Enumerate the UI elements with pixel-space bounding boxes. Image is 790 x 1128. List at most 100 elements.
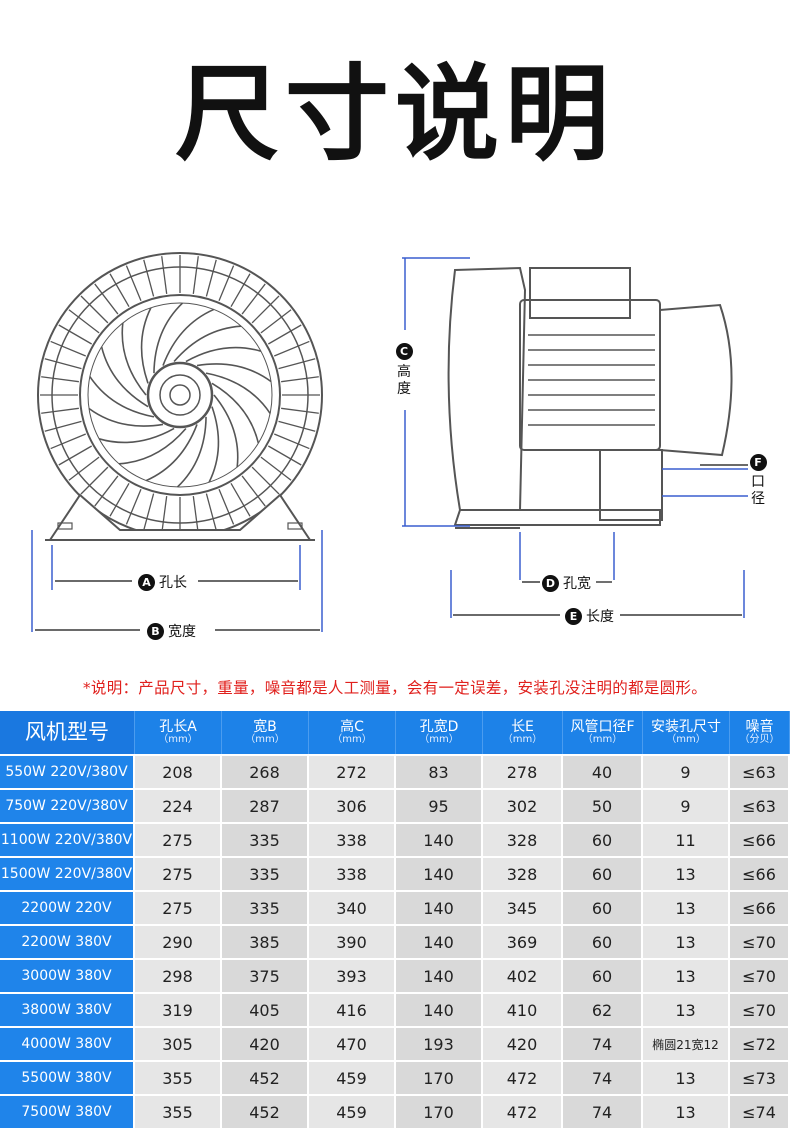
model-cell: 750W 220V/380V — [0, 788, 135, 822]
table-cell: 345 — [483, 890, 563, 924]
table-cell: 355 — [135, 1094, 222, 1128]
table-cell: 74 — [563, 1026, 643, 1060]
column-header-name: 孔长A — [159, 718, 197, 735]
table-cell: 335 — [222, 890, 309, 924]
dim-a-text: 孔长 — [159, 575, 187, 591]
table-cell: 140 — [396, 992, 483, 1026]
badge-d: D — [542, 574, 559, 592]
spec-table: 风机型号孔长A（mm）宽B（mm）高C（mm）孔宽D（mm）长E（mm）风管口径… — [0, 711, 790, 1128]
table-cell: 224 — [135, 788, 222, 822]
table-cell: 290 — [135, 924, 222, 958]
badge-e: E — [565, 607, 582, 625]
table-cell: 13 — [643, 924, 730, 958]
table-cell: 335 — [222, 822, 309, 856]
table-cell: ≤74 — [730, 1094, 790, 1128]
model-cell: 4000W 380V — [0, 1026, 135, 1060]
dim-f-text: 口径 — [751, 474, 765, 507]
column-header-unit: （分贝） — [739, 733, 780, 745]
table-cell: 405 — [222, 992, 309, 1026]
table-cell: ≤66 — [730, 856, 790, 890]
table-cell: 402 — [483, 958, 563, 992]
table-cell: 287 — [222, 788, 309, 822]
column-header-unit: （mm） — [419, 733, 459, 745]
badge-f: F — [749, 454, 767, 471]
table-cell: ≤70 — [730, 958, 790, 992]
column-header: 高C（mm） — [309, 711, 396, 754]
blower-drawing — [31, 252, 748, 632]
column-header-unit: （mm） — [582, 733, 623, 745]
table-cell: 140 — [396, 890, 483, 924]
table-cell: ≤63 — [730, 788, 790, 822]
table-cell: 74 — [563, 1094, 643, 1128]
table-cell: 13 — [643, 958, 730, 992]
table-cell: 62 — [563, 992, 643, 1026]
table-cell: 355 — [135, 1060, 222, 1094]
table-cell: 140 — [396, 924, 483, 958]
badge-a: A — [138, 573, 155, 591]
column-header-name: 宽B — [253, 718, 277, 735]
badge-b: B — [147, 622, 164, 640]
table-cell: 13 — [643, 1094, 730, 1128]
table-cell: 306 — [309, 788, 396, 822]
table-cell: 140 — [396, 958, 483, 992]
column-header: 噪音（分贝） — [730, 711, 790, 754]
table-cell: 13 — [643, 856, 730, 890]
table-cell: 275 — [135, 890, 222, 924]
table-cell: 95 — [396, 788, 483, 822]
table-cell: 452 — [222, 1060, 309, 1094]
model-cell: 7500W 380V — [0, 1094, 135, 1128]
table-cell: ≤70 — [730, 924, 790, 958]
table-cell: 420 — [483, 1026, 563, 1060]
table-cell: 338 — [309, 822, 396, 856]
table-cell: 278 — [483, 754, 563, 788]
table-cell: 452 — [222, 1094, 309, 1128]
column-header-unit: （mm） — [245, 733, 285, 745]
table-cell: 140 — [396, 822, 483, 856]
table-cell: 140 — [396, 856, 483, 890]
side-view — [447, 266, 733, 529]
table-cell: 椭圆21宽12 — [643, 1026, 730, 1060]
table-cell: 275 — [135, 822, 222, 856]
table-cell: 369 — [483, 924, 563, 958]
table-cell: 305 — [135, 1026, 222, 1060]
dim-c-label: C 高度 — [394, 343, 414, 398]
dim-c-text: 高度 — [397, 364, 411, 397]
page-title: 尺寸说明 — [174, 53, 615, 175]
table-cell: 410 — [483, 992, 563, 1026]
table-cell: 60 — [563, 822, 643, 856]
table-cell: 13 — [643, 1060, 730, 1094]
column-header: 长E（mm） — [483, 711, 563, 754]
table-cell: 472 — [483, 1060, 563, 1094]
table-cell: 60 — [563, 856, 643, 890]
table-cell: 472 — [483, 1094, 563, 1128]
table-cell: 328 — [483, 822, 563, 856]
table-cell: 13 — [643, 890, 730, 924]
table-cell: 60 — [563, 924, 643, 958]
table-cell: ≤66 — [730, 890, 790, 924]
column-header: 宽B（mm） — [222, 711, 309, 754]
table-cell: 340 — [309, 890, 396, 924]
column-header: 风管口径F（mm） — [563, 711, 643, 754]
table-cell: 319 — [135, 992, 222, 1026]
table-cell: 60 — [563, 890, 643, 924]
table-cell: 11 — [643, 822, 730, 856]
table-cell: 83 — [396, 754, 483, 788]
table-cell: 335 — [222, 856, 309, 890]
table-cell: 268 — [222, 754, 309, 788]
table-cell: 193 — [396, 1026, 483, 1060]
column-header-name: 噪音 — [745, 718, 774, 735]
table-cell: 390 — [309, 924, 396, 958]
column-header-name: 安装孔尺寸 — [651, 718, 721, 735]
column-header-unit: （mm） — [158, 733, 198, 745]
table-cell: ≤63 — [730, 754, 790, 788]
table-cell: 50 — [563, 788, 643, 822]
column-header-unit: （mm） — [666, 733, 706, 745]
table-cell: ≤70 — [730, 992, 790, 1026]
